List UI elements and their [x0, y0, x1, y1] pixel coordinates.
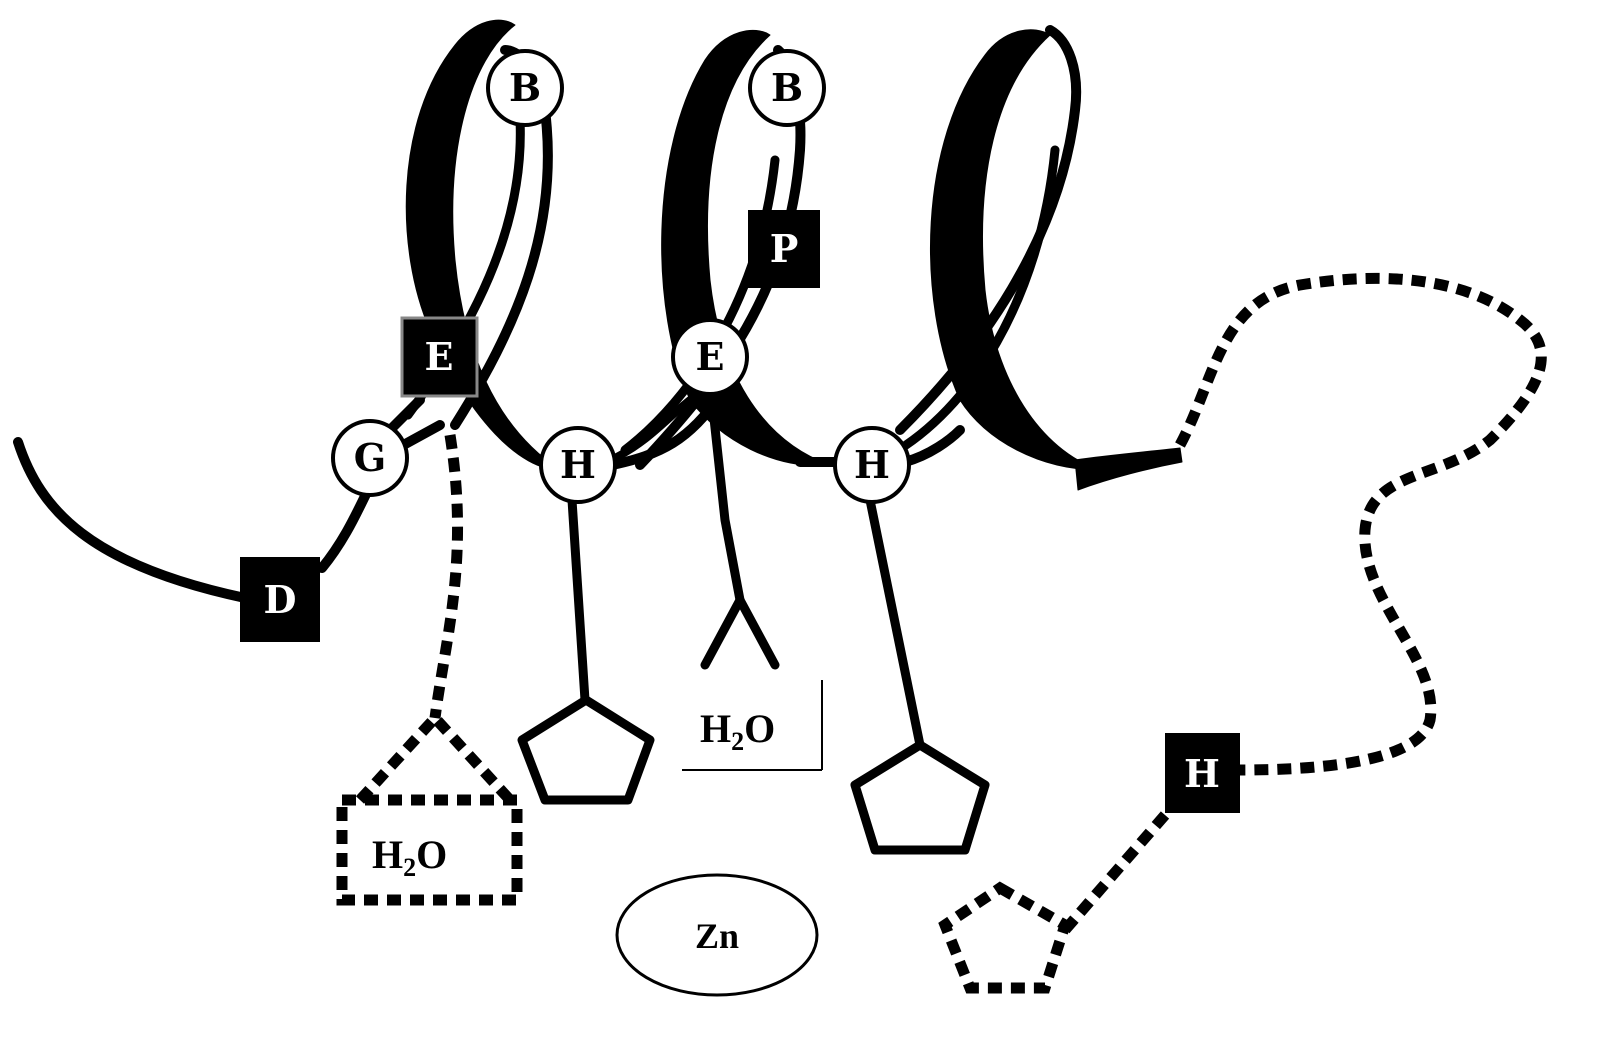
h1-to-backstrand [611, 396, 694, 462]
residue-d-square [240, 557, 320, 642]
h2-side-chain [865, 495, 925, 750]
residue-e-square-shape [400, 316, 479, 398]
residue-e-circle-shape [671, 318, 749, 396]
helix-turn-3-back-inner [885, 145, 1060, 460]
residue-h1-circle [539, 426, 617, 504]
residue-h2: H [833, 426, 911, 504]
water-left-h: H [372, 832, 403, 877]
water-center-h: H [700, 706, 731, 751]
dashed-ligands [336, 272, 1547, 994]
h2-to-helix-link [900, 425, 965, 467]
residue-e-square-label: E [425, 334, 454, 379]
water-center-label: H2O [700, 706, 775, 756]
residue-b1: B [486, 49, 564, 127]
zinc-ion: Zn [615, 873, 819, 997]
residue-b1-label: B [509, 65, 541, 110]
residue-d-label: D [264, 577, 297, 622]
helix-c-terminal-tail [1074, 447, 1183, 491]
residue-g: G [331, 419, 409, 497]
dashed-water-roof [355, 709, 515, 804]
side-chains [517, 395, 990, 855]
residue-b2: B [748, 49, 826, 127]
imidazole-ring-h2 [850, 740, 990, 855]
dashed-imidazole-ring [938, 881, 1072, 994]
residue-b2-label: B [771, 65, 803, 110]
residue-h1: H [539, 426, 617, 504]
zinc-label: Zn [695, 916, 739, 956]
zinc-ellipse [615, 873, 819, 997]
water-center-o: O [744, 706, 775, 751]
water-left-label: H2O [372, 832, 447, 882]
residue-g-circle [331, 419, 409, 497]
residue-h1-label: H [560, 442, 596, 487]
residue-p-label: P [770, 226, 799, 271]
residue-h3-label: H [1184, 751, 1220, 796]
h1-side-chain [567, 495, 590, 705]
water-left-sub: 2 [403, 853, 416, 882]
water-center-sub: 2 [731, 727, 744, 756]
residue-p-square [748, 210, 820, 288]
residue-h3: H [1165, 733, 1240, 813]
residue-d: D [240, 557, 320, 642]
water-left-o: O [416, 832, 447, 877]
water-center: H2O [682, 680, 823, 771]
e-carboxylate-fork [700, 595, 780, 670]
residue-e-circle-label: E [696, 334, 725, 379]
residue-h2-label: H [854, 442, 890, 487]
residue-h3-square [1165, 733, 1240, 813]
residue-b1-circle [486, 49, 564, 127]
residue-b2-circle [748, 49, 826, 127]
residue-p: P [748, 210, 820, 288]
e-carboxylate-stem [707, 395, 745, 605]
g-to-e-link [385, 395, 425, 435]
dashed-h3-link [1060, 811, 1170, 934]
residue-h2-circle [833, 426, 911, 504]
residue-e-square: E [400, 316, 479, 398]
d-to-g-link [317, 485, 373, 573]
residue-e-circle: E [671, 318, 749, 396]
dashed-c-terminal-loop [1175, 272, 1547, 776]
dashed-water-link [429, 434, 464, 719]
n-terminal-chain [13, 437, 250, 603]
residue-g-label: G [354, 435, 386, 480]
imidazole-ring-h1 [517, 695, 655, 805]
